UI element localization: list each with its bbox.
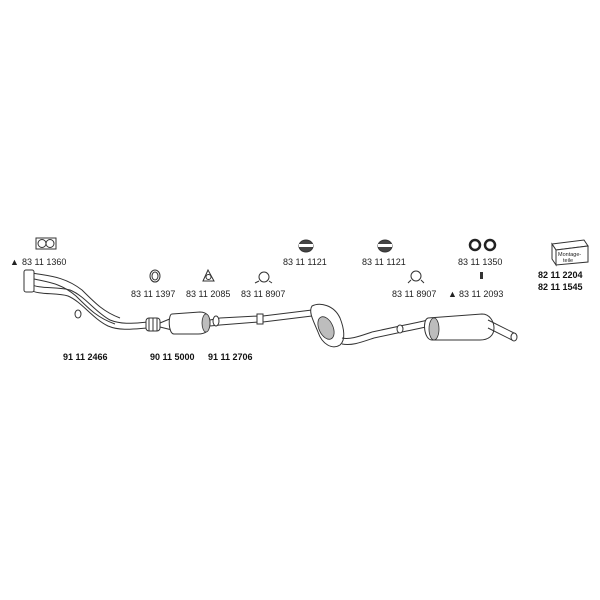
pipe-joint <box>256 313 264 325</box>
part-number-kit-2: 82 11 1545 <box>538 282 583 292</box>
tail-pipe-end <box>510 332 518 342</box>
front-pipe-upper <box>27 282 151 324</box>
u-clamp-icon-2 <box>407 270 425 284</box>
gasket-icon <box>35 237 57 250</box>
part-number-clamp-3: 83 11 8907 <box>241 289 285 299</box>
part-number-bracket: 83 11 2093 <box>459 289 503 299</box>
manifold-flange <box>23 269 35 293</box>
part-number-clamp-4: 83 11 8907 <box>392 289 436 299</box>
catalyst-clamp <box>212 315 220 327</box>
part-number-clamp-1: 83 11 1397 <box>131 289 175 299</box>
mounting-box-line-2: teile <box>563 258 573 264</box>
part-number-rubber-3: 83 11 1350 <box>458 257 502 267</box>
part-number-middle-pipe: 91 11 2706 <box>208 352 253 362</box>
triangle-marker: ▲ <box>10 257 19 267</box>
part-number-rubber-2: 83 11 1121 <box>362 257 406 267</box>
rubber-ring-icon <box>468 238 497 252</box>
part-number-clamp-2: 83 11 2085 <box>186 289 230 299</box>
u-clamp-icon <box>254 271 273 284</box>
rubber-mount-icon-2 <box>377 239 393 253</box>
mounting-box-line-1: Montage- <box>558 252 581 258</box>
bracket-icon <box>480 272 483 279</box>
exhaust-assembly <box>23 269 518 348</box>
front-pipe-lower <box>29 277 116 325</box>
rear-silencer <box>424 313 495 341</box>
part-number-gasket: 83 11 1360 <box>22 257 66 267</box>
part-number-kit-1: 82 11 2204 <box>538 270 583 280</box>
part-number-catalyst: 90 11 5000 <box>150 352 195 362</box>
front-pipe-upper-inner <box>27 288 151 330</box>
front-pipe-hanger <box>74 309 82 319</box>
rear-pipe-hanger <box>396 324 404 334</box>
rubber-mount-icon <box>298 239 314 253</box>
part-number-front-pipe: 91 11 2466 <box>63 352 108 362</box>
triangle-marker-2: ▲ <box>448 289 457 299</box>
mounting-kit-box-icon: Montage- teile <box>551 239 589 267</box>
part-number-rubber-1: 83 11 1121 <box>283 257 327 267</box>
front-pipe-lower-inner <box>31 272 121 319</box>
